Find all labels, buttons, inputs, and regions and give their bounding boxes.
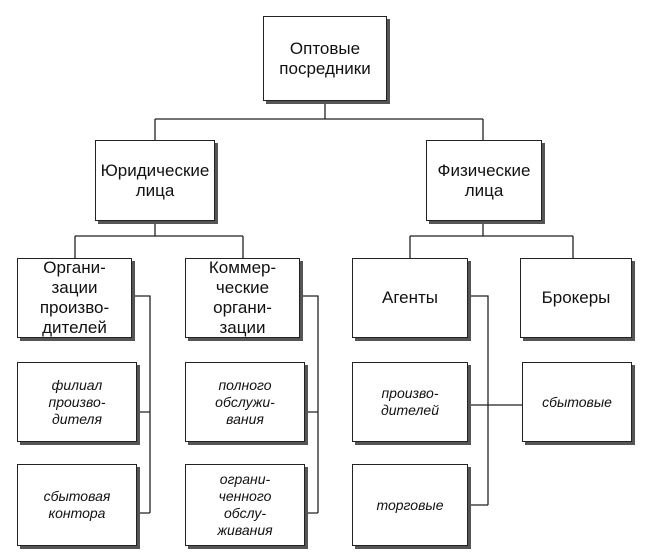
node-brokers-label: Брокеры [542, 288, 611, 308]
node-legal-entities: Юридические лица [95, 140, 215, 221]
connector-root [155, 101, 483, 140]
node-commercial-orgs-label: Коммер- ческие органи- зации [209, 258, 276, 338]
node-agents-label: Агенты [382, 288, 438, 308]
node-root-label: Оптовые посредники [279, 39, 370, 79]
node-full-service: полного обслужи- вания [185, 362, 305, 442]
node-producer-agents-label: произво- дителей [381, 385, 439, 419]
node-trade-agents-label: торговые [376, 497, 443, 514]
node-sales-office: сбытовая контора [17, 464, 137, 546]
node-limited-service-label: ограни- ченного обслу- живания [217, 471, 272, 539]
connector-agents-brokers [468, 296, 522, 505]
node-physical-persons: Физические лица [426, 140, 542, 221]
node-agents: Агенты [352, 258, 468, 338]
node-trade-agents: торговые [352, 464, 468, 546]
node-sales-office-label: сбытовая контора [44, 488, 111, 522]
node-root: Оптовые посредники [263, 16, 387, 101]
node-legal-entities-label: Юридические лица [101, 161, 210, 201]
node-sales-brokers-label: сбытовые [542, 394, 612, 411]
node-producer-orgs-label: Органи- зации произво- дителей [40, 258, 109, 338]
connector-legal [75, 221, 243, 258]
node-producer-branch-label: филиал произво- дителя [48, 377, 105, 428]
connector-physical [410, 221, 573, 258]
node-commercial-orgs: Коммер- ческие органи- зации [185, 258, 300, 338]
node-producer-branch: филиал произво- дителя [17, 362, 137, 442]
node-sales-brokers: сбытовые [522, 362, 632, 442]
node-limited-service: ограни- ченного обслу- живания [185, 464, 305, 546]
node-brokers: Брокеры [520, 258, 632, 338]
node-producer-orgs: Органи- зации произво- дителей [17, 258, 132, 338]
node-full-service-label: полного обслужи- вания [215, 377, 275, 428]
node-producer-agents: произво- дителей [352, 362, 468, 442]
node-physical-persons-label: Физические лица [438, 161, 531, 201]
